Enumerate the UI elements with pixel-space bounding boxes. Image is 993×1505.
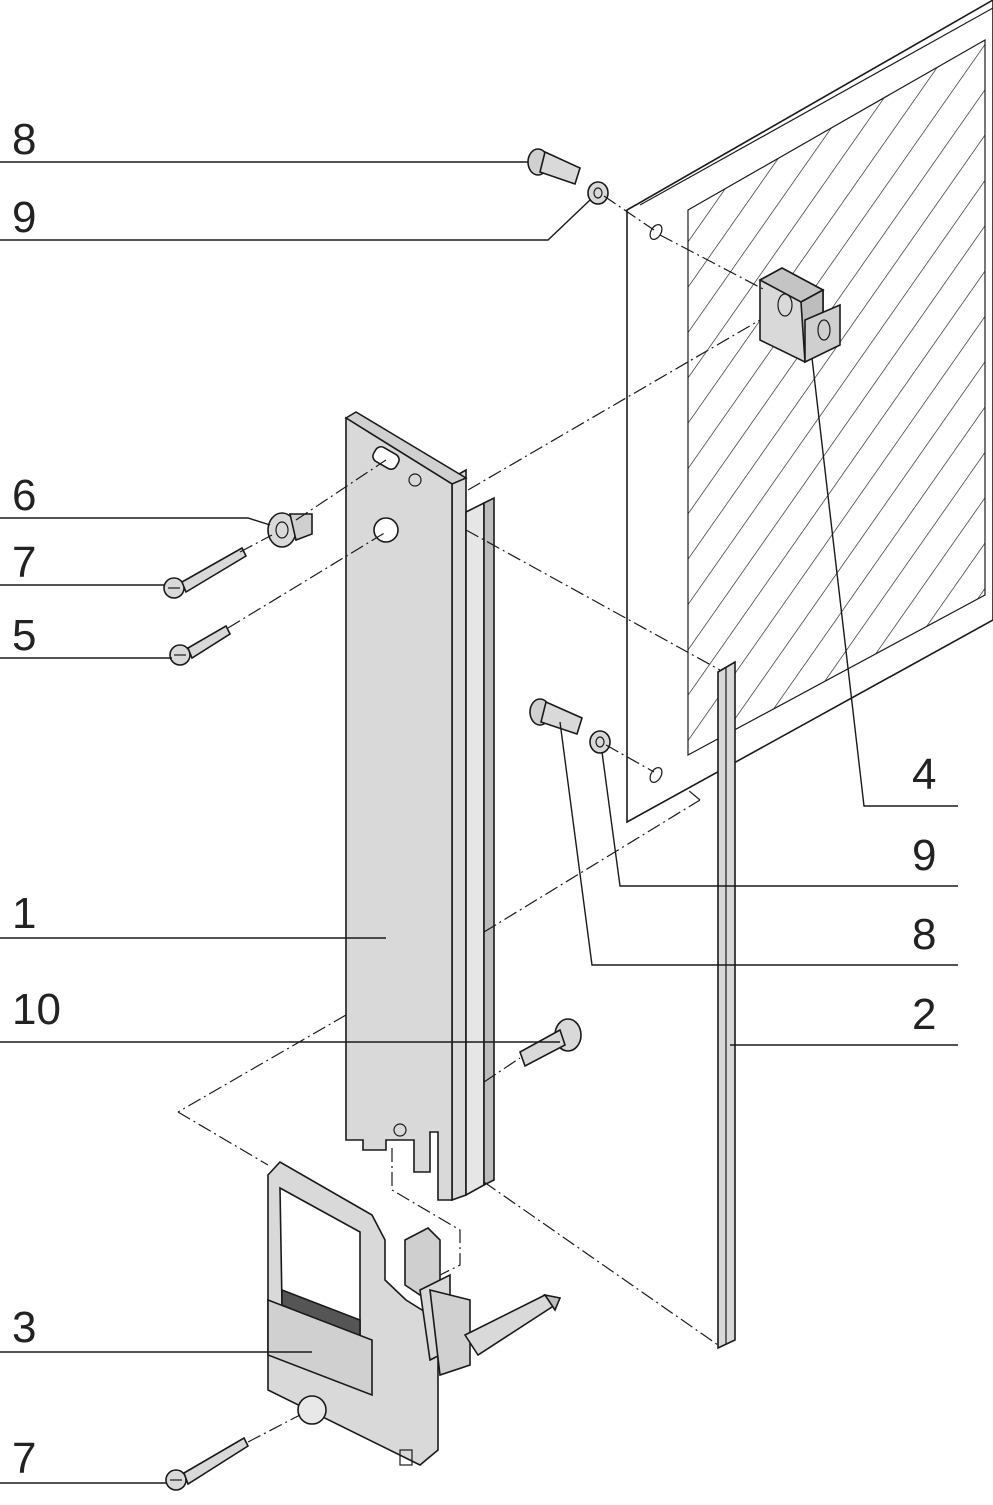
- callout-7: 7: [12, 538, 37, 587]
- front-plate: [344, 411, 468, 1201]
- screw-8-top: [527, 148, 581, 186]
- callout-8: 8: [12, 115, 37, 164]
- callout-3: 3: [12, 1303, 37, 1352]
- callout-9: 9: [12, 193, 37, 242]
- assembly-axes: [177, 195, 766, 1443]
- screw-8-mid: [529, 698, 583, 736]
- callout-5: 5: [12, 611, 37, 660]
- leader-lines: [0, 161, 958, 1484]
- screw-10: [519, 1018, 582, 1068]
- callout-6: 6: [12, 471, 37, 520]
- washer-9-top: [587, 181, 609, 205]
- screw-7-top: [163, 546, 248, 599]
- callout-1: 1: [12, 889, 37, 938]
- callout-10: 10: [12, 985, 61, 1034]
- front-panel: [626, 0, 993, 824]
- washer-9-mid: [589, 730, 611, 754]
- clip-nut-6: [267, 512, 313, 548]
- screw-5: [169, 624, 232, 666]
- handle: [267, 1160, 562, 1466]
- callout-8-right: 8: [912, 910, 937, 959]
- gasket-strip: [717, 660, 736, 1350]
- callout-9-right: 9: [912, 831, 937, 880]
- callout-7-bottom: 7: [12, 1434, 37, 1483]
- mounting-bracket: [758, 267, 841, 364]
- profile-rail: [451, 468, 495, 1202]
- callout-2: 2: [912, 990, 937, 1039]
- callout-4: 4: [912, 750, 937, 799]
- screw-7-bottom: [165, 1436, 250, 1491]
